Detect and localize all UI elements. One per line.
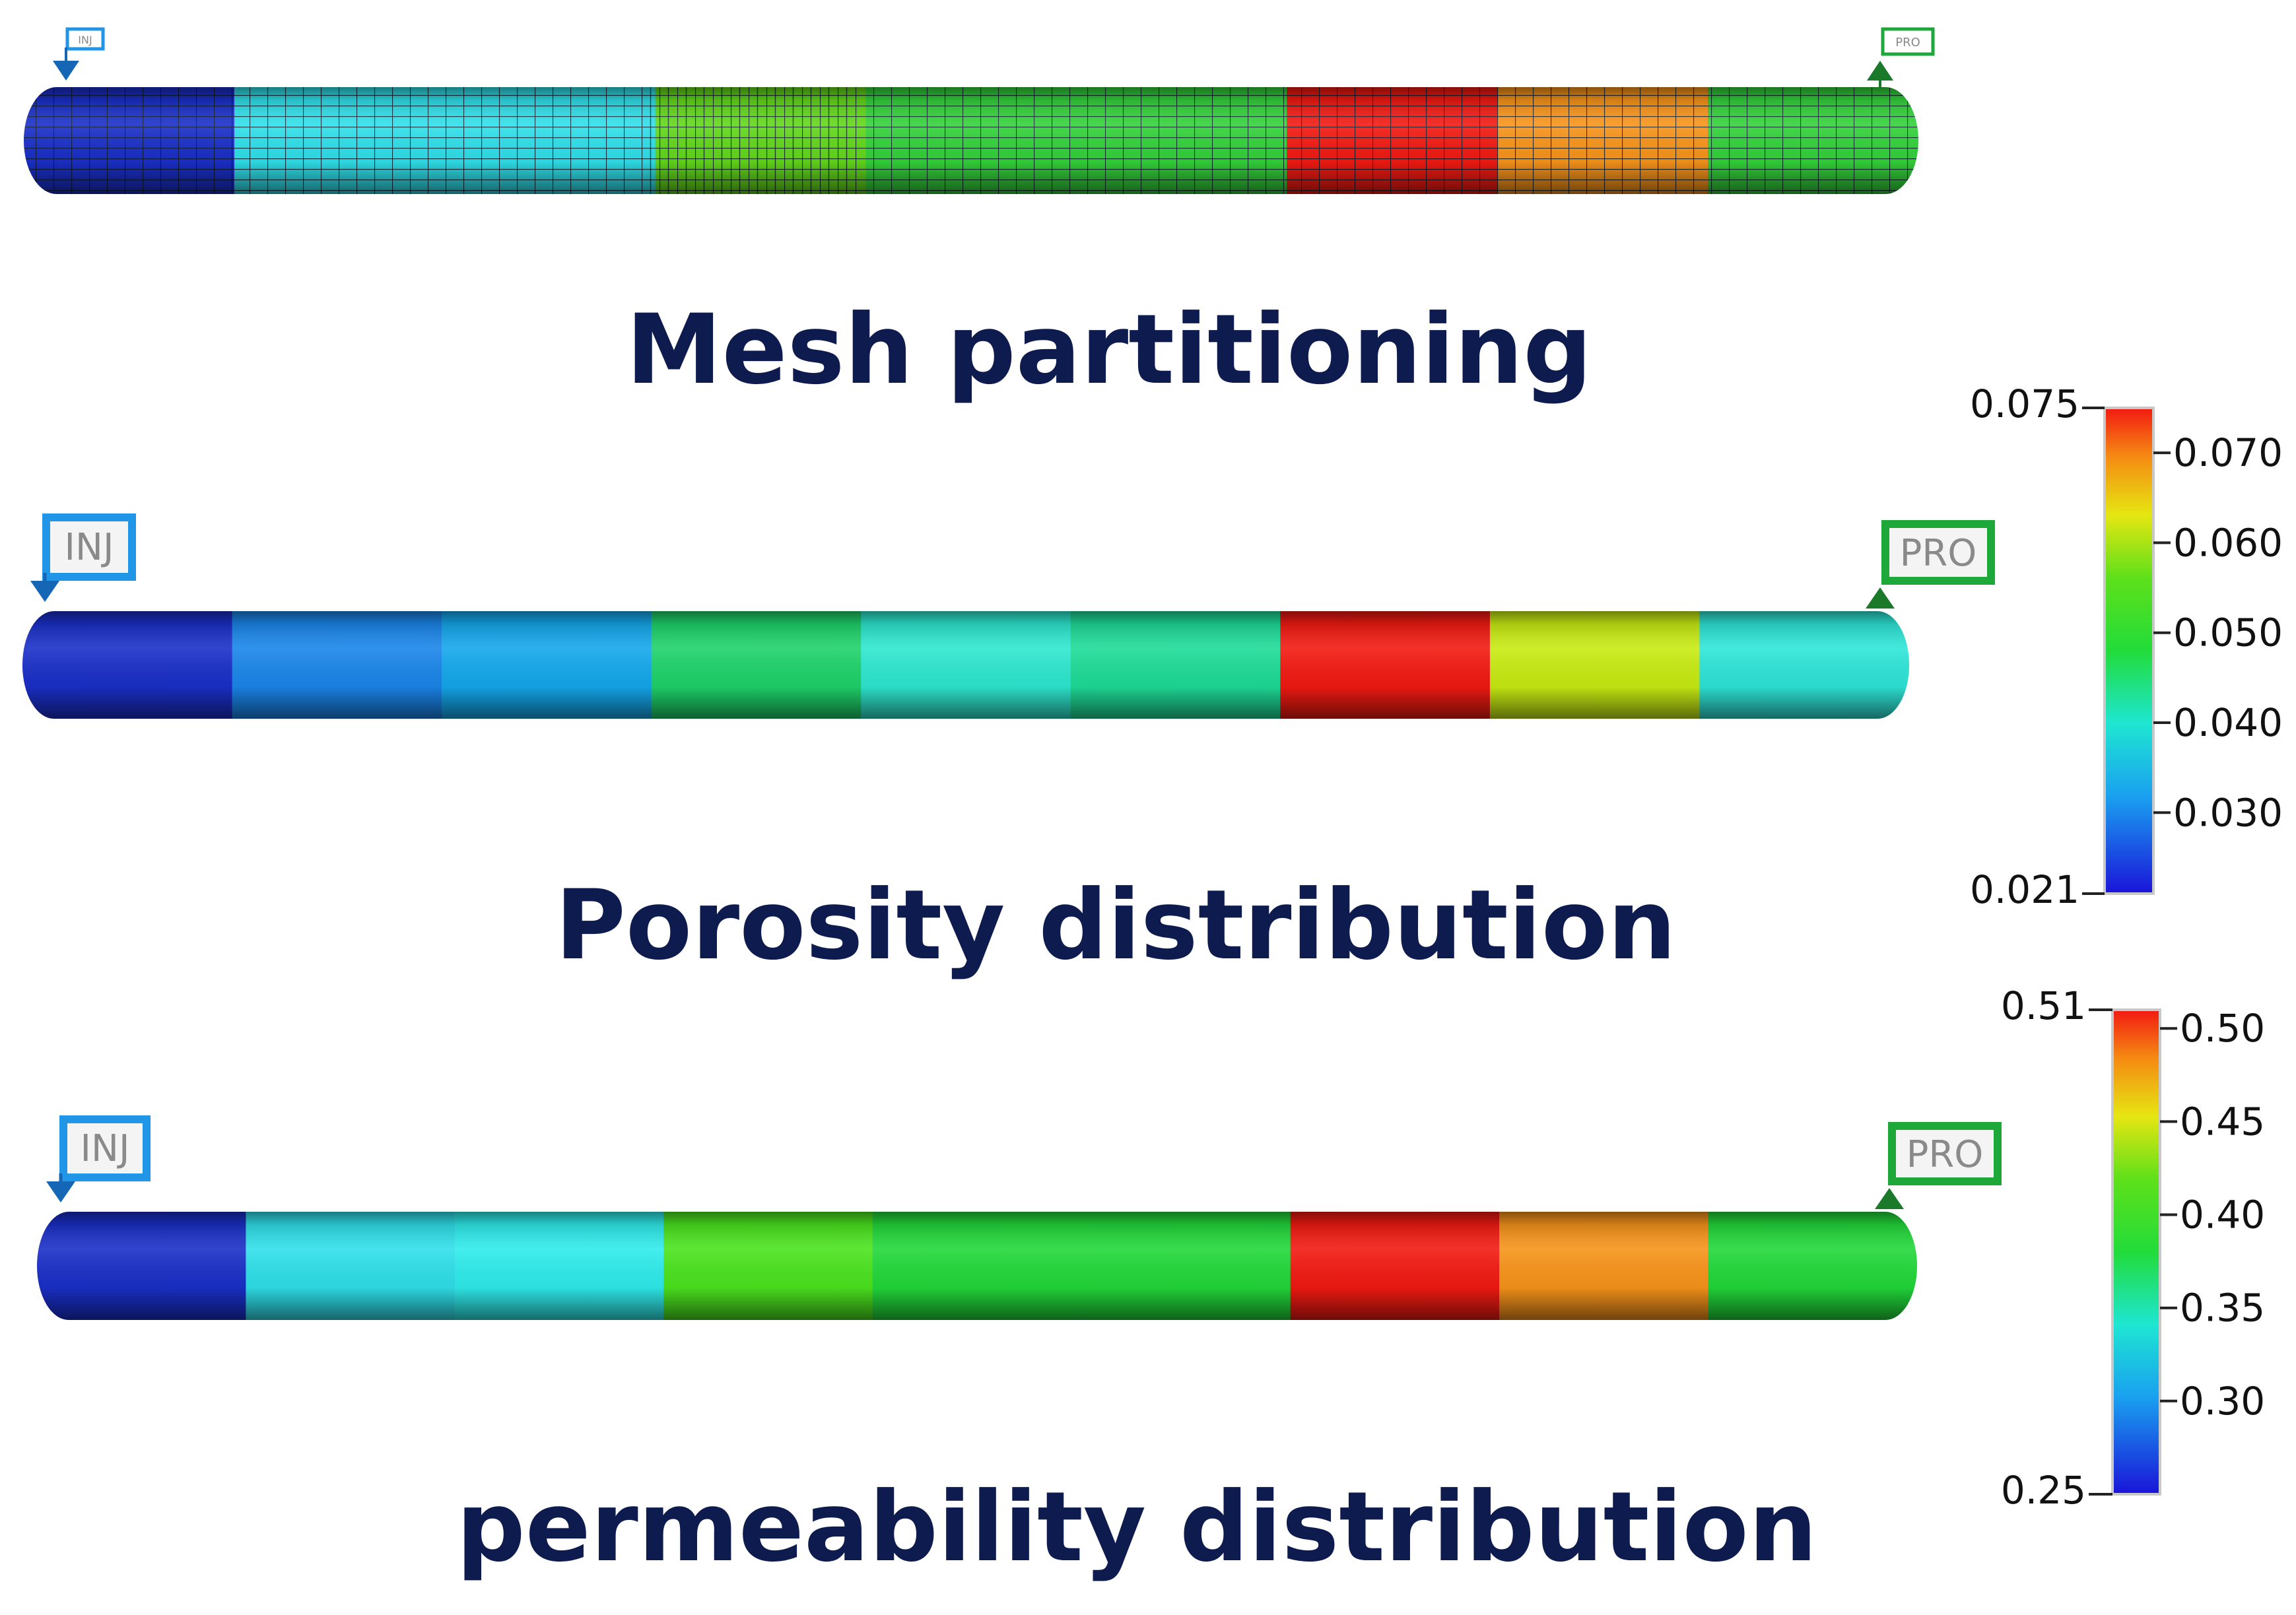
permeability-title: permeability distribution [456, 1471, 1817, 1583]
permeability-cylinder-shading [37, 1212, 1917, 1320]
porosity-colorbar-max-label: 0.075 [1970, 381, 2079, 426]
mesh-cylinder [24, 87, 1918, 194]
porosity-cylinder-shading [22, 611, 1909, 719]
porosity-colorbar-tick-label: 0.040 [2173, 700, 2283, 745]
permeability-producer-tag [1888, 1122, 2002, 1185]
mesh-injector-label: INJ [78, 34, 92, 46]
permeability-injector-tag [59, 1115, 151, 1181]
mesh-producer-label: PRO [1895, 36, 1920, 49]
porosity-producer-marker: PRO [1866, 520, 1995, 609]
permeability-producer-arrow-icon [1875, 1188, 1904, 1209]
permeability-injector-label: INJ [81, 1127, 130, 1170]
mesh-cylinder-shading [24, 87, 1918, 194]
permeability-injector-marker: INJ [46, 1115, 151, 1203]
porosity-injector-marker: INJ [30, 513, 136, 602]
porosity-producer-label: PRO [1900, 532, 1977, 575]
permeability-colorbar-tick-label: 0.40 [2180, 1193, 2265, 1237]
mesh-title: Mesh partitioning [626, 294, 1592, 406]
permeability-colorbar-max-label: 0.51 [2001, 983, 2086, 1028]
permeability-colorbar-min-label: 0.25 [2001, 1468, 2086, 1513]
mesh-injector-arrow-icon [53, 61, 79, 81]
mesh-producer-marker: PRO [1867, 27, 1935, 87]
permeability-producer-label: PRO [1907, 1133, 1984, 1176]
permeability-colorbar-gradient [2111, 1008, 2161, 1496]
porosity-cylinder [22, 611, 1909, 719]
permeability-colorbar-tick-label: 0.45 [2180, 1099, 2265, 1144]
porosity-colorbar-tick-label: 0.070 [2173, 430, 2283, 475]
porosity-producer-tag [1881, 520, 1995, 585]
permeability-injector-arrow-icon [46, 1181, 75, 1203]
porosity-colorbar-tick-label: 0.050 [2173, 610, 2283, 655]
porosity-colorbar-tick-label: 0.030 [2173, 790, 2283, 835]
permeability-producer-marker: PRO [1875, 1122, 2002, 1209]
porosity-title: Porosity distribution [555, 869, 1676, 981]
porosity-colorbar: 0.075 0.021 0.070 0.060 0.050 0.040 0.030 [1970, 381, 2283, 912]
porosity-injector-tag [42, 513, 136, 581]
permeability-cylinder [37, 1212, 1917, 1320]
permeability-colorbar-tick-label: 0.35 [2180, 1286, 2265, 1331]
mesh-producer-tag [1881, 27, 1935, 56]
permeability-colorbar-ticks: 0.50 0.45 0.40 0.35 0.30 [2160, 1006, 2265, 1424]
mesh-injector-tag [65, 27, 105, 51]
porosity-colorbar-ticks: 0.070 0.060 0.050 0.040 0.030 [2153, 430, 2283, 835]
permeability-colorbar-tick-label: 0.50 [2180, 1006, 2265, 1051]
porosity-colorbar-min-label: 0.021 [1970, 867, 2079, 912]
porosity-injector-arrow-icon [30, 581, 59, 602]
permeability-colorbar: 0.51 0.25 0.50 0.45 0.40 0.35 0.30 [2001, 983, 2265, 1513]
porosity-colorbar-tick-label: 0.060 [2173, 520, 2283, 565]
permeability-colorbar-tick-label: 0.30 [2180, 1379, 2265, 1424]
porosity-injector-label: INJ [65, 526, 114, 569]
porosity-colorbar-gradient [2103, 407, 2155, 895]
porosity-producer-arrow-icon [1866, 587, 1895, 609]
mesh-injector-marker: INJ [53, 27, 105, 81]
